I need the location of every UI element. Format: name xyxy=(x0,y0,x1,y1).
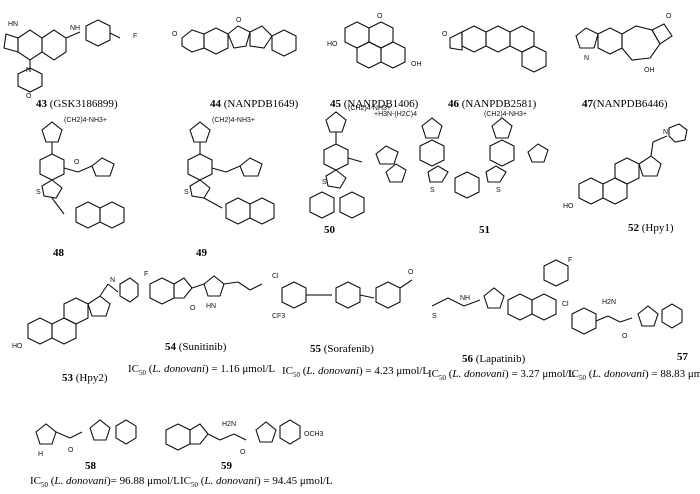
atom-h2n-label: H2N xyxy=(602,299,616,306)
atom-nh-label: NH xyxy=(460,295,470,302)
structure-54: F O HN xyxy=(144,271,263,312)
atom-o-label: O xyxy=(622,333,628,340)
atom-s-label: S xyxy=(36,189,41,196)
atom-o-label: O xyxy=(666,13,672,20)
atom-o-label: O xyxy=(172,31,178,38)
structure-59: H2N OCH3 O xyxy=(165,419,324,456)
structure-44: O O xyxy=(172,17,297,57)
caption-57: 57 xyxy=(677,351,688,363)
caption-46: 46 (NANPDB2581) xyxy=(448,98,537,110)
atom-o-label: O xyxy=(26,93,32,100)
atom-o-label: O xyxy=(74,159,80,166)
atom-n-label: N xyxy=(663,129,668,136)
atom-hn-label: HN xyxy=(8,21,18,28)
atom-ammonium-label: (CH2)4-NH3+ xyxy=(348,105,391,112)
atom-f-label: F xyxy=(133,33,137,40)
caption-56: 56 (Lapatinib) xyxy=(462,353,526,365)
atom-s-label: S xyxy=(496,187,501,194)
atom-ammonium-label: (CH2)4-NH3+ xyxy=(212,117,255,124)
atom-cl-label: Cl xyxy=(562,301,569,308)
atom-oh-label: OH xyxy=(644,67,655,74)
structure-55: Cl CF3 O xyxy=(272,269,414,320)
atom-hn-label: HN xyxy=(206,303,216,310)
atom-o-label: O xyxy=(240,449,246,456)
caption-44: 44 (NANPDB1649) xyxy=(210,98,299,110)
atom-ammonium-left-label: +H3N-(H2C)4 xyxy=(374,111,417,118)
caption-59: 59 xyxy=(221,460,232,472)
structure-50: (CH2)4-NH3+ S xyxy=(309,105,399,219)
structure-43: HN N O NH F xyxy=(3,19,137,100)
atom-o-label: O xyxy=(236,17,242,24)
caption-58: 58 xyxy=(85,460,96,472)
caption-43: 43 (GSK3186899) xyxy=(36,98,118,110)
atom-o-label: O xyxy=(190,305,196,312)
ic50-value-58: IC50 (L. donovani)= 96.88 μmol/L xyxy=(30,475,180,490)
atom-o-label: O xyxy=(68,447,74,454)
caption-55: 55 (Sorafenib) xyxy=(310,343,374,355)
atom-och3-label: OCH3 xyxy=(304,431,324,438)
structure-53: HO N xyxy=(12,277,139,350)
ic50-value-59: IC50 (L. donovani) = 94.45 μmol/L xyxy=(180,475,333,490)
ic50-value-54: IC50 (L. donovani) = 1.16 μmol/L xyxy=(128,363,276,378)
atom-n-label: N xyxy=(110,277,115,284)
caption-48: 48 xyxy=(53,247,64,259)
structure-57: H2N O xyxy=(571,299,683,340)
structure-51: +H3N-(H2C)4 (CH2)4-NH3+ S S xyxy=(374,111,549,199)
structure-48: (CH2)4-NH3+ O S xyxy=(36,117,125,229)
atom-s-label: S xyxy=(430,187,435,194)
ic50-value-55: IC50 (L. donovani) = 4.23 μmol/L xyxy=(282,365,430,380)
atom-ho-label: HO xyxy=(563,203,574,210)
atom-oh-label: OH xyxy=(411,61,422,68)
atom-ho-label: HO xyxy=(327,41,338,48)
atom-h2n-label: H2N xyxy=(222,421,236,428)
atom-ho-label: HO xyxy=(12,343,23,350)
atom-s-label: S xyxy=(184,189,189,196)
caption-53: 53 (Hpy2) xyxy=(62,372,108,384)
structure-47: N OH O xyxy=(575,13,673,74)
atom-n-label: N xyxy=(584,55,589,62)
caption-47: 47(NANPDB6446) xyxy=(582,98,668,110)
atom-s-label: S xyxy=(322,179,327,186)
caption-45: 45 (NANPDB1406) xyxy=(330,98,419,110)
atom-o-label: O xyxy=(408,269,414,276)
atom-cl-label: Cl xyxy=(272,273,279,280)
structure-58: H O xyxy=(35,419,137,458)
structure-49: (CH2)4-NH3+ S xyxy=(184,117,275,225)
atom-ammonium-label: (CH2)4-NH3+ xyxy=(484,111,527,118)
caption-52: 52 (Hpy1) xyxy=(628,222,674,234)
atom-ammonium-label: (CH2)4-NH3+ xyxy=(64,117,107,124)
atom-nh-label: NH xyxy=(70,25,80,32)
structure-45: HO OH O xyxy=(327,13,422,69)
atom-f-label: F xyxy=(568,257,572,264)
atom-o-label: O xyxy=(442,31,448,38)
atom-h-label: H xyxy=(38,451,43,458)
atom-s-label: S xyxy=(432,313,437,320)
atom-n-label: N xyxy=(26,67,31,74)
structure-52: HO N xyxy=(563,123,688,210)
ic50-value-57: IC50 (L. donovani) = 88.83 μmol/L xyxy=(568,368,700,383)
atom-cf3-label: CF3 xyxy=(272,313,285,320)
caption-51: 51 xyxy=(479,224,490,236)
atom-f-label: F xyxy=(144,271,148,278)
caption-54: 54 (Sunitinib) xyxy=(165,341,227,353)
structure-56: S NH Cl F xyxy=(431,257,572,321)
caption-49: 49 xyxy=(196,247,207,259)
atom-o-label: O xyxy=(377,13,383,20)
ic50-value-56: IC50 (L. donovani) = 3.27 μmol/L xyxy=(428,368,576,383)
caption-50: 50 xyxy=(324,224,335,236)
structure-46: O xyxy=(442,25,547,73)
